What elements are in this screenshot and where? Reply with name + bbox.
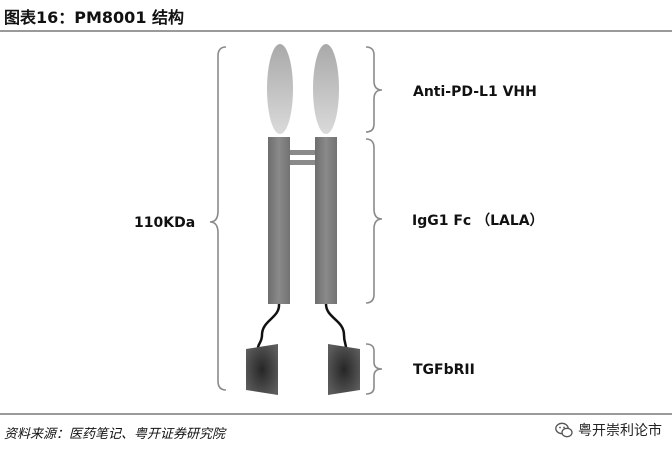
tgfbrii-label: TGFbRII	[413, 362, 475, 378]
linker-right	[326, 304, 346, 348]
source-note: 资料来源：医药笔记、粤开证券研究院	[4, 423, 225, 442]
watermark-text: 粤开崇利论市	[578, 420, 662, 440]
fc-chain-right	[315, 137, 337, 304]
linker-left	[258, 304, 279, 348]
fc-label: IgG1 Fc （LALA）	[412, 213, 544, 229]
tgfbrii-brace	[366, 344, 382, 394]
vhh-label: Anti-PD-L1 VHH	[413, 84, 537, 100]
vhh-domain-left	[267, 44, 293, 134]
vhh-brace	[366, 47, 382, 132]
tgfbrii-domain-right	[328, 344, 360, 395]
wechat-icon	[555, 421, 573, 439]
fc-brace	[366, 139, 382, 303]
vhh-domain-right	[313, 44, 339, 134]
bottom-rule	[0, 413, 672, 415]
hinge-disulfide-bond-2	[290, 160, 315, 165]
hinge-disulfide-bond-1	[290, 150, 315, 155]
watermark: 粤开崇利论市	[555, 420, 662, 440]
molecular-weight-label: 110KDa	[134, 215, 195, 231]
left-brace	[210, 47, 226, 390]
tgfbrii-domain-left	[246, 344, 278, 395]
fc-chain-left	[268, 137, 290, 304]
